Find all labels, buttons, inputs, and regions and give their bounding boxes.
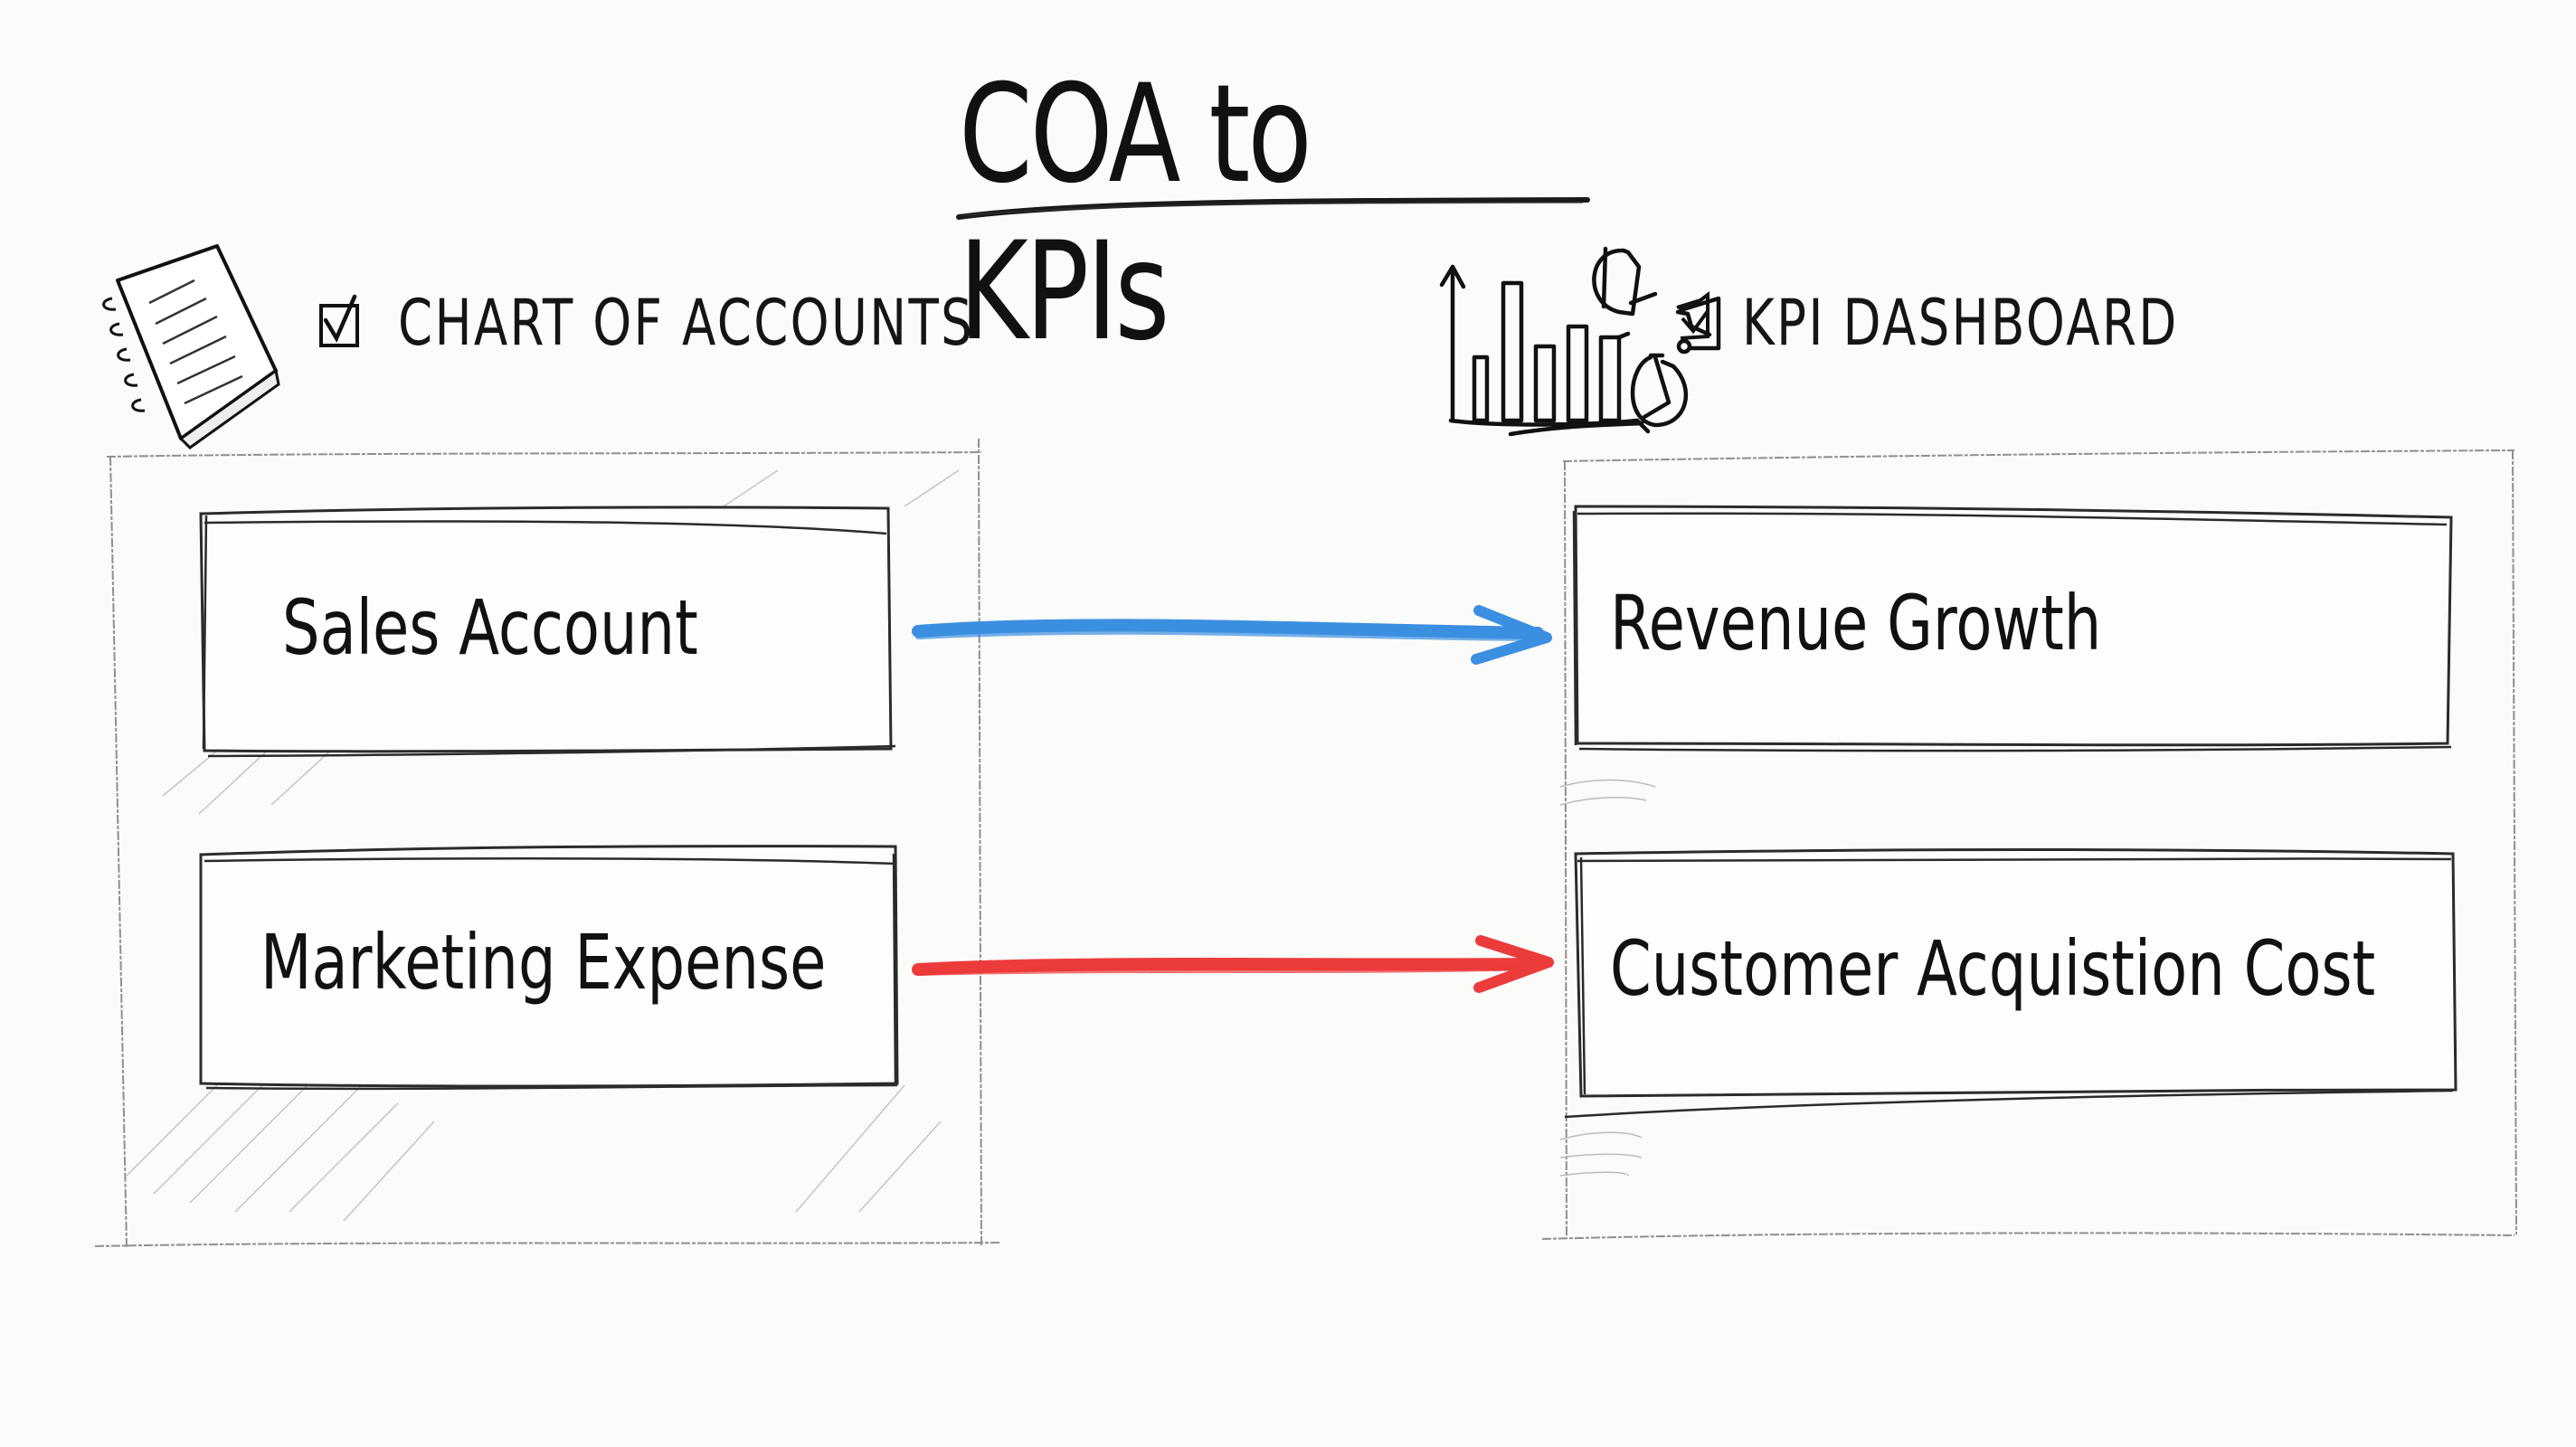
customer-acquisition-cost-label: Customer Acquistion Cost [1610, 924, 2376, 1013]
revenue-growth-label: Revenue Growth [1610, 579, 2102, 667]
marketing-expense-label: Marketing Expense [260, 918, 827, 1007]
checkbox-icon [1676, 291, 1709, 340]
right-panel-heading: KPI DASHBOARD [1742, 286, 2179, 360]
checkbox-icon [319, 294, 359, 347]
left-panel-heading: CHART OF ACCOUNTS [398, 286, 975, 360]
notebook-icon [102, 244, 280, 449]
bar-chart-icon [1439, 246, 1721, 437]
diagram-title: COA to KPIs [959, 56, 1312, 371]
sales-account-label: Sales Account [282, 583, 698, 672]
